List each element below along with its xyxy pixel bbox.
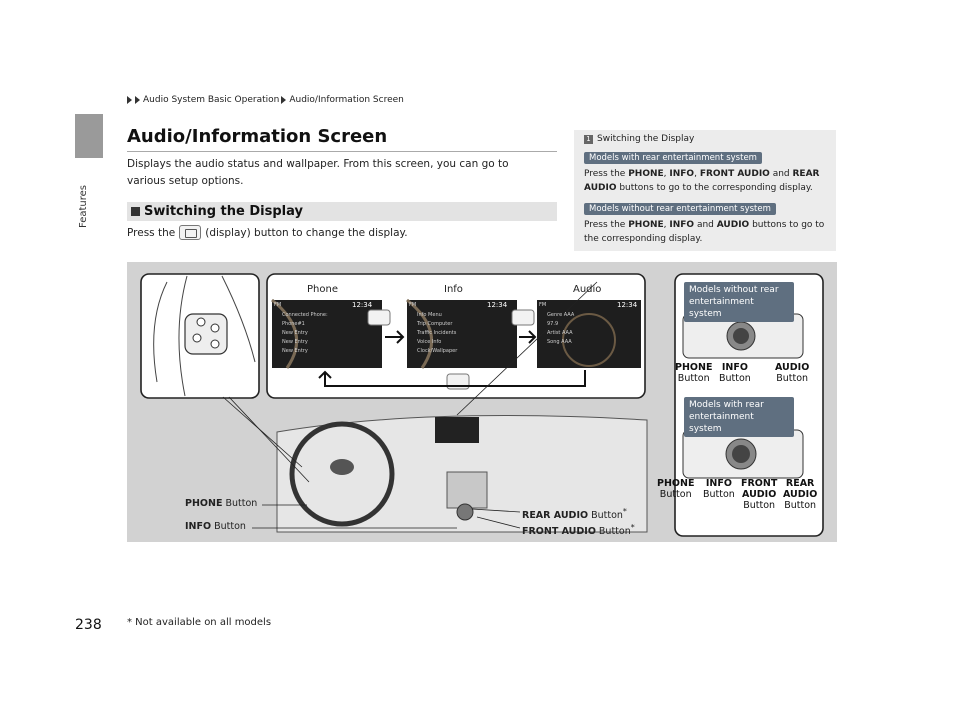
- instruction-text: Press the (display) button to change the…: [127, 225, 408, 240]
- model-tag-without-rear: Models without rear entertainment system: [684, 282, 794, 322]
- model-tag-with-rear: Models with rear entertainment system: [684, 397, 794, 437]
- breadcrumb-arrow-icon: [281, 96, 287, 104]
- arrow-right-icon: [385, 330, 405, 344]
- model-instruction: Press the PHONE, INFO, FRONT AUDIO and R…: [584, 169, 820, 193]
- reference-number: 1: [584, 134, 593, 144]
- rear-audio-button-callout: REAR AUDIO Button*: [522, 507, 627, 522]
- breadcrumb-arrow-icon: [127, 96, 132, 104]
- display-button-icon: [179, 225, 202, 240]
- audio-screen: [537, 300, 641, 368]
- section-tab: [75, 114, 103, 158]
- steering-button-icon: [210, 323, 220, 333]
- breadcrumb-item[interactable]: Audio System Basic Operation: [143, 95, 280, 105]
- arrow-right-icon: [519, 330, 537, 344]
- audio-dial-graphic: [562, 313, 616, 367]
- callout-line: [471, 508, 521, 513]
- model-tag: Models without rear entertainment system: [584, 203, 776, 215]
- section-heading: Switching the Display: [127, 202, 557, 221]
- screen-swoosh: [271, 298, 299, 369]
- model-tag: Models with rear entertainment system: [584, 152, 762, 164]
- callout-line: [476, 516, 521, 529]
- section-square-icon: [131, 207, 140, 216]
- callout-line: [222, 396, 303, 468]
- steering-button-icon: [192, 333, 202, 343]
- page-title: Audio/Information Screen: [127, 126, 388, 147]
- page-number: 238: [75, 617, 102, 633]
- enter-knob-icon: [733, 328, 749, 344]
- callout-line: [456, 281, 598, 416]
- display-button-icon: [511, 309, 535, 326]
- info-screen: [407, 300, 517, 368]
- screen-clock: 12:34: [352, 301, 373, 309]
- wheel-rim-line: [178, 275, 188, 397]
- console-knob-icon: [456, 503, 474, 521]
- screen-band-label: FM: [409, 302, 417, 308]
- side-section-label: Features: [78, 185, 89, 228]
- screen-line: New Entry: [282, 330, 308, 336]
- screen-line: Song AAA: [547, 339, 572, 345]
- screen-line: Info Menu: [417, 312, 442, 318]
- breadcrumb: Audio System Basic Operation Audio/Infor…: [127, 95, 404, 105]
- note-title-text: Switching the Display: [597, 134, 695, 144]
- wheel-rim-line: [153, 281, 168, 383]
- footnote: * Not available on all models: [127, 617, 272, 628]
- screen-line: 97.9: [547, 321, 559, 327]
- title-divider: [127, 151, 557, 152]
- center-display: [435, 417, 479, 443]
- instruction-after: (display) button to change the display.: [205, 226, 408, 239]
- screen-band-label: FM: [539, 302, 547, 308]
- breadcrumb-arrow-icon: [135, 96, 140, 104]
- info-screen-label: Info: [444, 284, 463, 295]
- screen-line: New Entry: [282, 348, 308, 354]
- screen-line: Traffic Incidents: [417, 330, 457, 336]
- info-button-callout: INFO Button: [185, 521, 246, 532]
- enter-knob-icon: [732, 445, 750, 463]
- model-instruction: Press the PHONE, INFO and AUDIO buttons …: [584, 220, 825, 244]
- screen-line: Trip Computer: [417, 321, 453, 327]
- front-audio-button-callout: FRONT AUDIO Button*: [522, 523, 635, 538]
- instruction-before: Press the: [127, 226, 176, 239]
- screen-line: Artist AAA: [547, 330, 573, 336]
- screen-line: New Entry: [282, 339, 308, 345]
- screen-swoosh: [406, 298, 434, 369]
- center-console: [446, 471, 488, 509]
- screen-line: Phone#1: [282, 321, 305, 327]
- screen-line: Clock/Wallpaper: [417, 348, 458, 354]
- screen-line: Connected Phone:: [282, 312, 328, 318]
- dashboard-illustration: [140, 273, 824, 537]
- steering-switch-panel: [184, 313, 228, 355]
- display-button-icon: [367, 309, 391, 326]
- cycle-arrow-icon: [318, 370, 586, 387]
- screen-clock: 12:34: [617, 301, 638, 309]
- note-title: 1 Switching the Display: [584, 134, 826, 144]
- note-box: 1 Switching the Display Models with rear…: [574, 130, 836, 251]
- section-heading-text: Switching the Display: [144, 204, 303, 219]
- screen-line: Genre AAA: [547, 312, 575, 318]
- callout-line: [228, 396, 310, 483]
- steering-button-icon: [210, 339, 220, 349]
- screen-clock: 12:34: [487, 301, 508, 309]
- phone-screen: [272, 300, 382, 368]
- wheel-emblem-icon: [330, 459, 354, 475]
- phone-screen-label: Phone: [307, 284, 338, 295]
- audio-screen-label: Audio: [573, 284, 602, 295]
- steering-wheel: [289, 421, 395, 527]
- intro-text: Displays the audio status and wallpaper.…: [127, 158, 509, 187]
- phone-button-callout: PHONE Button: [185, 498, 258, 509]
- screen-band-label: FM: [274, 302, 282, 308]
- screen-line: Voice Info: [417, 339, 442, 345]
- wheel-spoke-line: [221, 275, 256, 363]
- steering-button-icon: [196, 317, 206, 327]
- breadcrumb-item[interactable]: Audio/Information Screen: [289, 95, 404, 105]
